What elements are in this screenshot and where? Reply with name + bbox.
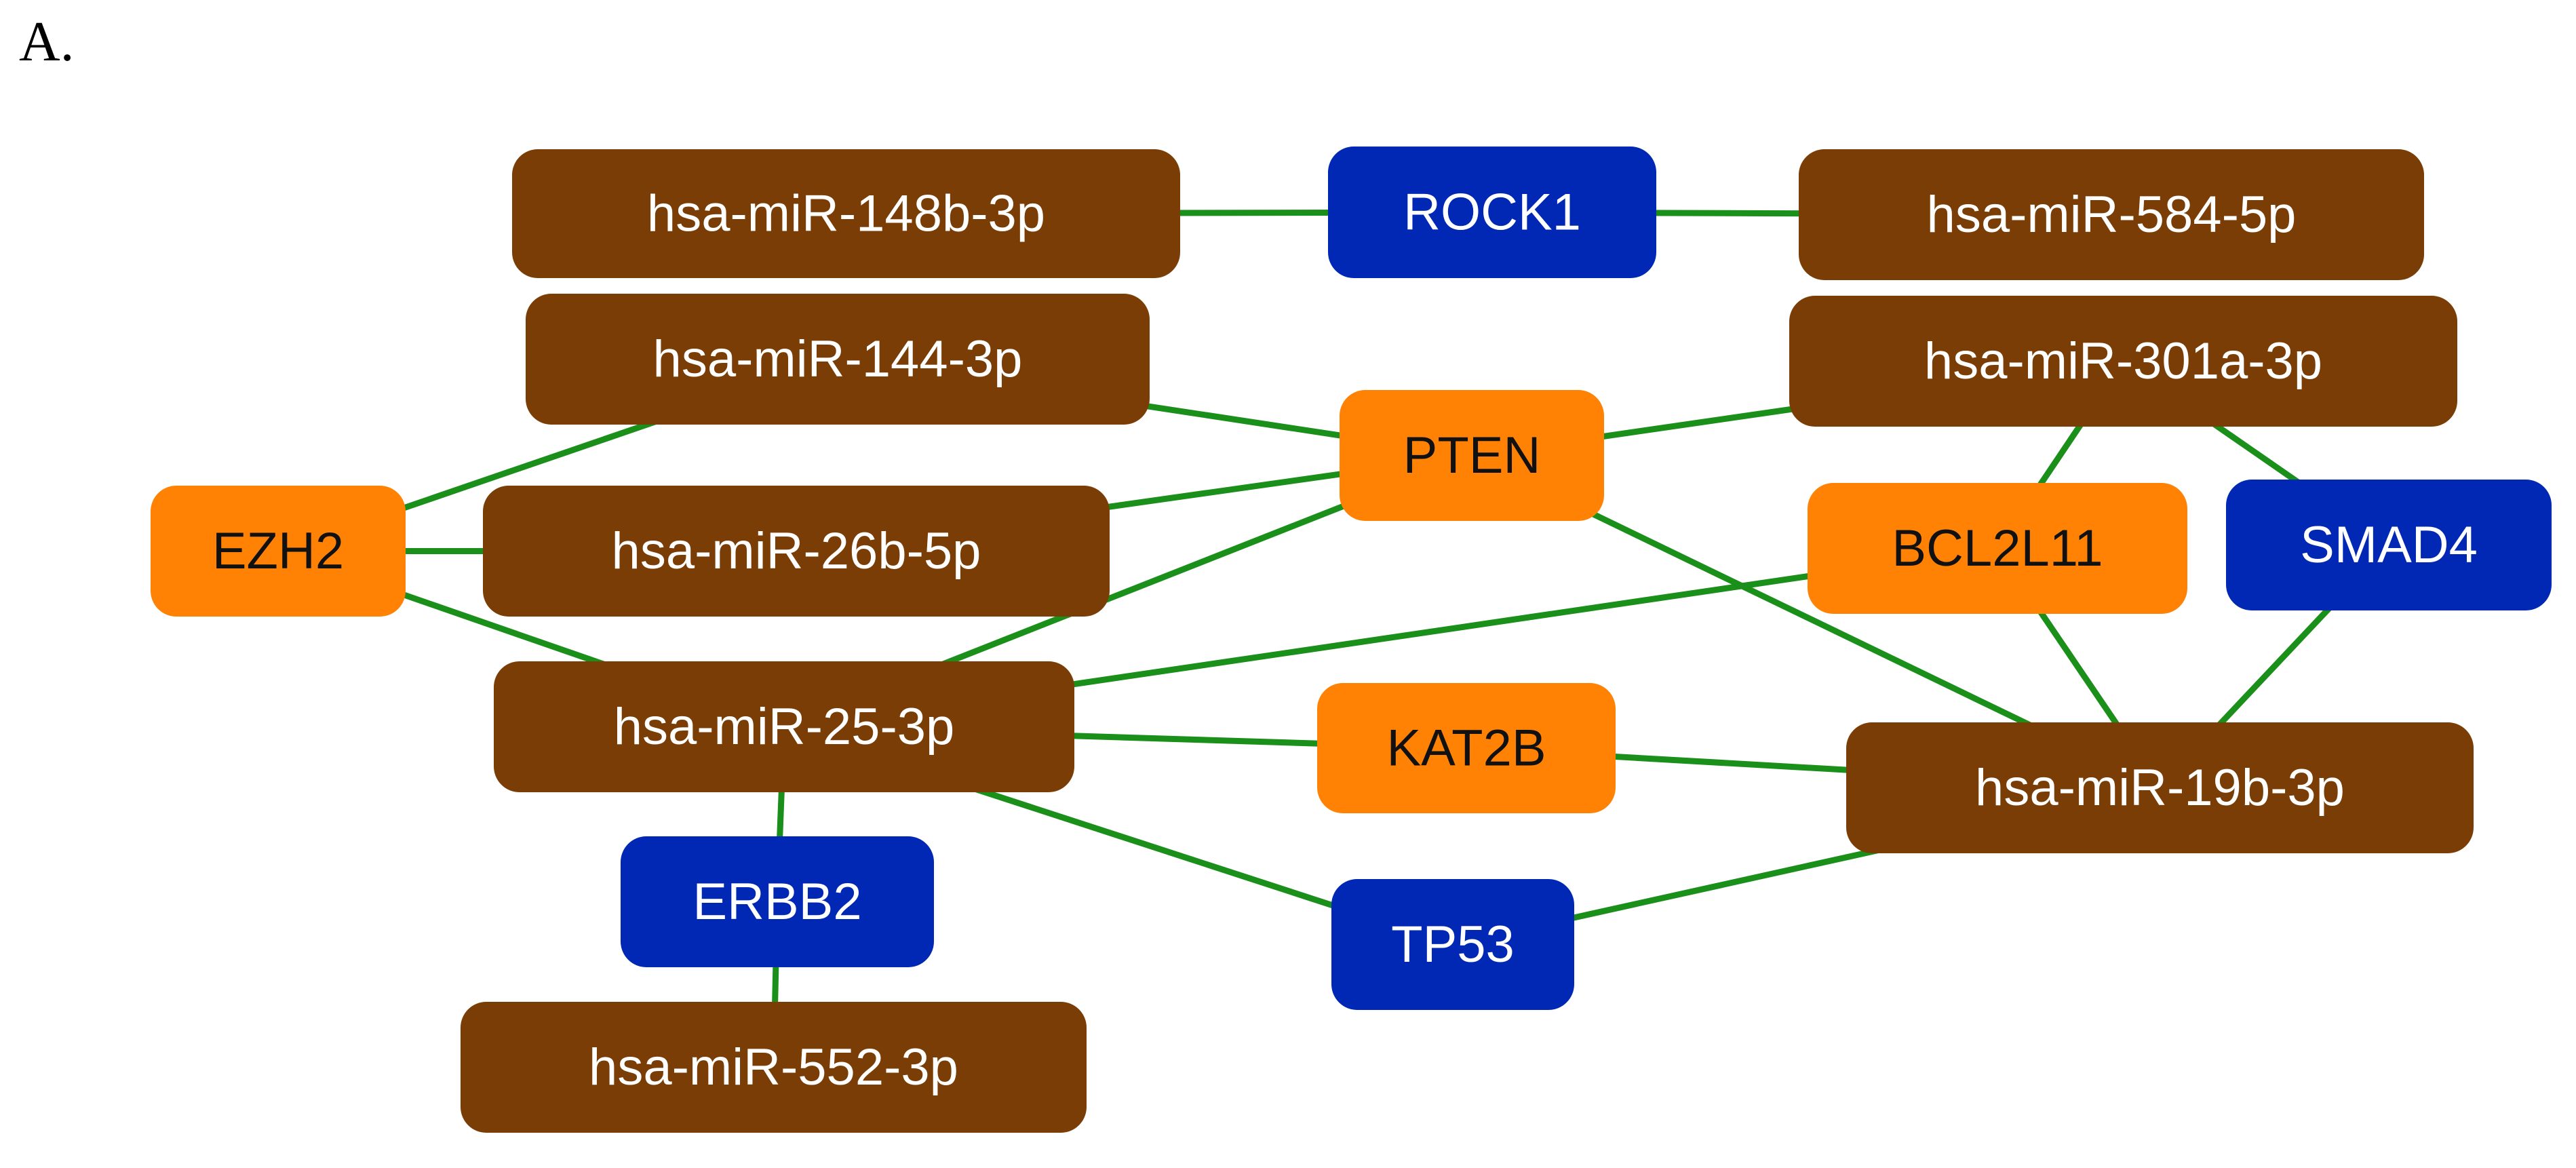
node-bcl2l11: BCL2L11 — [1808, 483, 2187, 614]
node-mir26b: hsa-miR-26b-5p — [483, 486, 1110, 617]
node-box-mir19b — [1846, 722, 2474, 853]
node-box-smad4 — [2226, 480, 2552, 610]
node-mir19b: hsa-miR-19b-3p — [1846, 722, 2474, 853]
node-label-bcl2l11: BCL2L11 — [1892, 520, 2103, 577]
node-label-smad4: SMAD4 — [2300, 516, 2478, 574]
node-erbb2: ERBB2 — [621, 836, 934, 967]
node-label-ezh2: EZH2 — [212, 522, 344, 580]
node-label-pten: PTEN — [1403, 427, 1541, 484]
node-label-rock1: ROCK1 — [1403, 184, 1581, 241]
node-box-rock1 — [1328, 147, 1656, 278]
node-label-kat2b: KAT2B — [1386, 720, 1546, 777]
node-label-mir144: hsa-miR-144-3p — [653, 330, 1023, 388]
node-label-mir19b: hsa-miR-19b-3p — [1975, 759, 2345, 817]
node-label-mir584: hsa-miR-584-5p — [1927, 186, 2297, 244]
node-label-tp53: TP53 — [1391, 916, 1515, 973]
node-box-pten — [1340, 390, 1604, 521]
node-mir552: hsa-miR-552-3p — [461, 1002, 1087, 1133]
node-box-kat2b — [1317, 683, 1616, 813]
node-ezh2: EZH2 — [151, 486, 406, 617]
node-box-mir552 — [461, 1002, 1087, 1133]
node-mir584: hsa-miR-584-5p — [1799, 149, 2424, 280]
node-label-mir26b: hsa-miR-26b-5p — [612, 522, 981, 580]
node-box-tp53 — [1331, 879, 1574, 1010]
node-mir144: hsa-miR-144-3p — [526, 294, 1150, 425]
node-box-erbb2 — [621, 836, 934, 967]
node-box-mir148b — [512, 149, 1180, 278]
node-box-mir301a — [1789, 296, 2457, 427]
node-kat2b: KAT2B — [1317, 683, 1616, 813]
node-label-mir552: hsa-miR-552-3p — [589, 1038, 958, 1096]
node-box-mir25 — [494, 661, 1074, 792]
node-pten: PTEN — [1340, 390, 1604, 521]
node-box-mir584 — [1799, 149, 2424, 280]
node-mir301a: hsa-miR-301a-3p — [1789, 296, 2457, 427]
node-box-mir26b — [483, 486, 1110, 617]
panel-label: A. — [19, 10, 75, 73]
node-mir148b: hsa-miR-148b-3p — [512, 149, 1180, 278]
node-smad4: SMAD4 — [2226, 480, 2552, 610]
node-label-mir301a: hsa-miR-301a-3p — [1924, 332, 2322, 390]
node-box-mir144 — [526, 294, 1150, 425]
node-box-ezh2 — [151, 486, 406, 617]
node-tp53: TP53 — [1331, 879, 1574, 1010]
node-label-mir25: hsa-miR-25-3p — [614, 698, 955, 756]
node-box-bcl2l11 — [1808, 483, 2187, 614]
node-label-erbb2: ERBB2 — [692, 873, 861, 931]
nodes-layer: hsa-miR-148b-3p ROCK1 hsa-miR-584-5p hsa-mi… — [151, 147, 2552, 1133]
node-mir25: hsa-miR-25-3p — [494, 661, 1074, 792]
node-rock1: ROCK1 — [1328, 147, 1656, 278]
node-label-mir148b: hsa-miR-148b-3p — [647, 185, 1045, 243]
